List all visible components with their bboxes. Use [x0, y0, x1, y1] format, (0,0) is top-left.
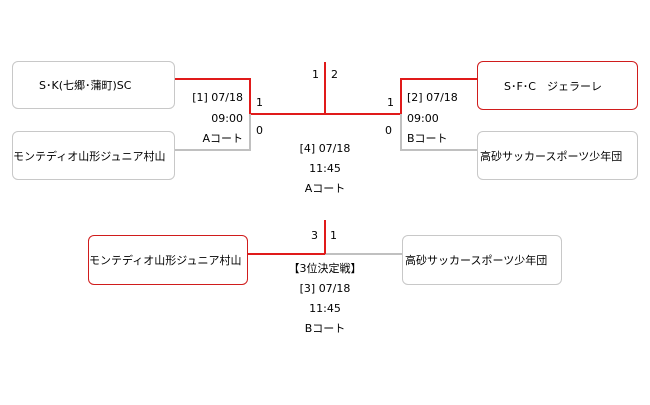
match-number: [1] 07/18 [192, 91, 243, 104]
score-right-bottom: 0 [385, 124, 392, 137]
team-box-left-top[interactable]: S･K(七郷･蒲町)SC [12, 61, 175, 109]
third-place-title: 【3位決定戦】 [288, 262, 362, 275]
final-score-right: 2 [331, 68, 338, 81]
match-time: 11:45 [309, 162, 341, 175]
match-time: 09:00 [407, 112, 439, 125]
score-3rd-left: 3 [311, 229, 318, 242]
team-box-left-bottom[interactable]: モンテディオ山形ジュニア村山 [12, 131, 175, 180]
team-box-3rd-right[interactable]: 高砂サッカースポーツ少年団 [402, 235, 562, 285]
team-name: モンテディオ山形ジュニア村山 [89, 254, 242, 267]
score-right-top: 1 [387, 96, 394, 109]
score-left-top: 1 [256, 96, 263, 109]
match-time: 11:45 [309, 302, 341, 315]
team-name: 高砂サッカースポーツ少年団 [405, 254, 548, 267]
score-left-bottom: 0 [256, 124, 263, 137]
bracket-line-left-sf-winner [175, 78, 325, 115]
team-name: モンテディオ山形ジュニア村山 [13, 149, 166, 163]
team-box-3rd-left[interactable]: モンテディオ山形ジュニア村山 [88, 235, 248, 285]
match-number: [4] 07/18 [299, 142, 351, 155]
team-name: 高砂サッカースポーツ少年団 [480, 149, 623, 163]
match-court: Aコート [304, 182, 346, 195]
bracket-line-left-sf-loser [175, 114, 251, 151]
match-time: 09:00 [211, 112, 243, 125]
match-court: Bコート [407, 132, 448, 145]
team-name: S･F･C ジェラーレ [504, 79, 602, 93]
bracket-line-right-sf-winner [325, 78, 477, 115]
bracket-line-right-sf-loser [400, 114, 477, 151]
final-score-left: 1 [312, 68, 319, 81]
match-number: [2] 07/18 [407, 91, 458, 104]
match-court: Bコート [304, 322, 346, 335]
score-3rd-right: 1 [330, 229, 337, 242]
team-name: S･K(七郷･蒲町)SC [39, 79, 132, 92]
team-box-right-top[interactable]: S･F･C ジェラーレ [477, 61, 638, 110]
team-box-right-bottom[interactable]: 高砂サッカースポーツ少年団 [477, 131, 638, 180]
match-number: [3] 07/18 [299, 282, 351, 295]
match-court: Aコート [202, 132, 243, 145]
